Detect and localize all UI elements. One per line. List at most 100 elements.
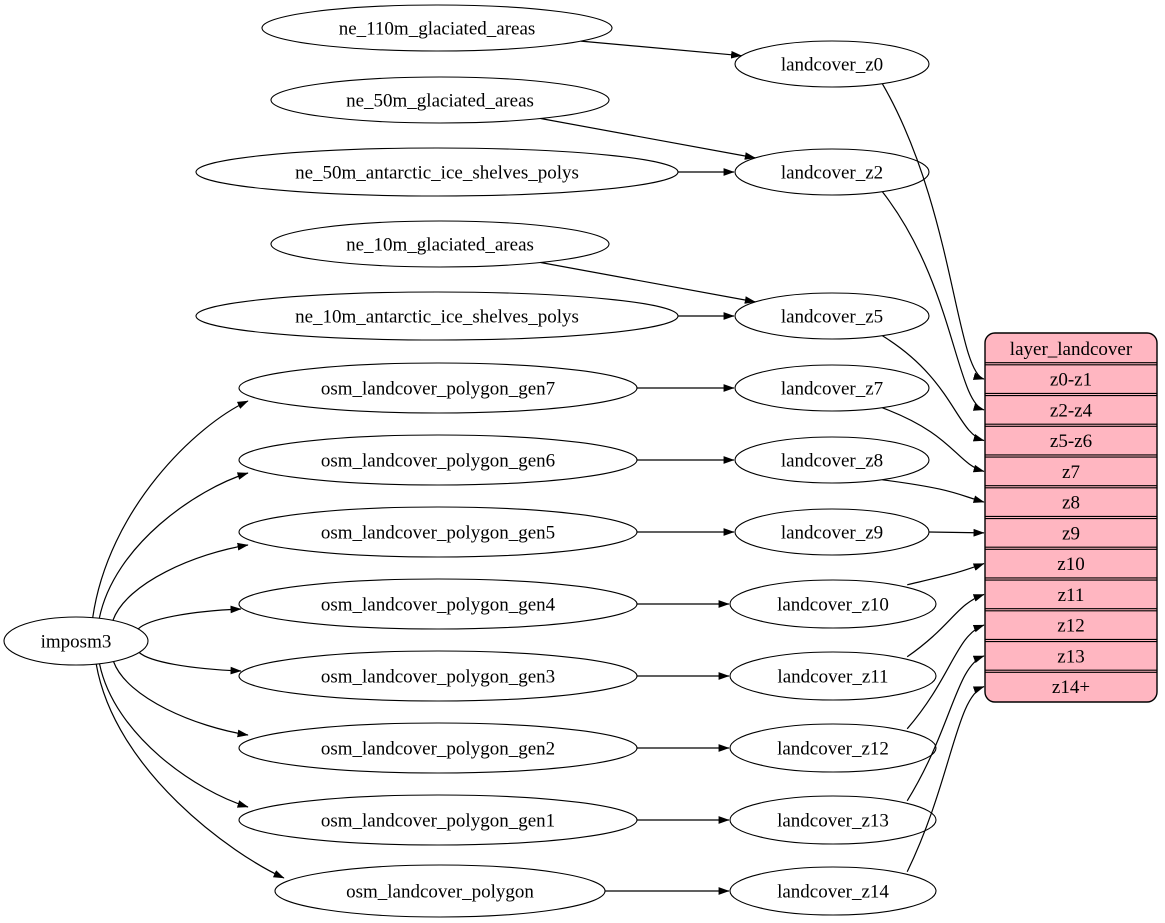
node-label: osm_landcover_polygon [346,882,534,903]
edge-landcover_z10-to-layer_landcover:z10 [907,563,985,586]
node-ellipse [729,651,937,701]
edge-landcover_z13-to-layer_landcover:z13 [906,655,985,802]
node-ellipse [270,220,610,268]
edge-ne_110m_glaciated_areas-to-landcover_z0 [580,40,743,59]
edge-imposm3-to-osm_landcover_polygon_gen3 [138,652,242,675]
node-imposm3: imposm3 [3,616,149,666]
edge-landcover_z0-to-layer_landcover:z0-z1 [881,83,985,380]
node-landcover_z12: landcover_z12 [729,723,937,773]
edge-landcover_z14-to-layer_landcover:z14+ [906,686,985,873]
node-ellipse [734,292,930,340]
edge-imposm3-to-osm_landcover_polygon_gen7 [92,400,249,618]
node-landcover_z13: landcover_z13 [729,795,937,845]
node-label: osm_landcover_polygon_gen4 [321,595,556,616]
node-ne_50m_antarctic_ice_shelves_polys: ne_50m_antarctic_ice_shelves_polys [195,147,679,197]
node-label: landcover_z14 [777,882,889,903]
node-landcover_z0: landcover_z0 [734,40,930,88]
node-label: landcover_z0 [781,55,883,76]
table-outline [984,332,1158,703]
edge-landcover_z5-to-layer_landcover:z5-z6 [882,335,985,442]
node-osm_landcover_polygon_gen6: osm_landcover_polygon_gen6 [238,434,638,486]
node-label: osm_landcover_polygon_gen6 [321,451,555,472]
node-label: landcover_z13 [777,811,889,832]
node-label: ne_50m_glaciated_areas [346,91,534,112]
graph-nodes: imposm3 ne_110m_glaciated_areas landcover_… [3,4,937,918]
table-row-z11: z11 [1058,585,1085,606]
node-label: landcover_z11 [777,667,888,688]
table-row-z10: z10 [1057,554,1084,575]
node-landcover_z9: landcover_z9 [734,508,930,556]
node-ellipse [734,436,930,484]
node-ellipse [729,579,937,629]
edge-landcover_z12-to-layer_landcover:z12 [906,624,985,730]
edge-landcover_z9-to-layer_landcover:z9 [928,528,985,537]
table-row-z8: z8 [1062,493,1080,514]
edge-ne_50m_glaciated_areas-to-landcover_z2 [540,117,756,160]
edge-landcover_z7-to-layer_landcover:z7 [882,407,985,473]
edge-landcover_z2-to-layer_landcover:z2-z4 [881,191,985,411]
node-label: ne_50m_antarctic_ice_shelves_polys [295,163,579,184]
node-ellipse [734,364,930,412]
node-osm_landcover_polygon: osm_landcover_polygon [274,864,606,918]
node-landcover_z7: landcover_z7 [734,364,930,412]
node-label: landcover_z2 [781,163,883,184]
node-osm_landcover_polygon_gen3: osm_landcover_polygon_gen3 [238,650,638,702]
node-osm_landcover_polygon_gen7: osm_landcover_polygon_gen7 [238,362,638,414]
edge-imposm3-to-osm_landcover_polygon_gen1 [98,663,249,808]
table-row-z7: z7 [1062,462,1080,483]
table-row-z5-z6: z5-z6 [1050,431,1092,452]
node-label: osm_landcover_polygon_gen5 [321,523,555,544]
edge-landcover_z11-to-layer_landcover:z11 [906,593,985,658]
node-label: landcover_z5 [781,307,883,328]
table-row-z0-z1: z0-z1 [1050,370,1092,391]
edge-imposm3-to-osm_landcover_polygon_gen5 [112,542,249,621]
table-title: layer_landcover [1010,339,1133,360]
table-layer-landcover: layer_landcover z0-z1 z2-z4 z5-z6 z7 z8 z9 z10 z… [984,332,1158,703]
node-ellipse [261,4,613,52]
node-label: osm_landcover_polygon_gen1 [321,811,555,832]
table-row-z9: z9 [1062,523,1080,544]
node-landcover_z8: landcover_z8 [734,436,930,484]
node-ellipse [734,40,930,88]
node-ellipse [734,148,930,196]
edge-ne_10m_glaciated_areas-to-landcover_z5 [540,261,756,304]
edge-landcover_z8-to-layer_landcover:z8 [882,479,985,503]
node-ellipse [729,795,937,845]
node-label: ne_10m_glaciated_areas [346,235,534,256]
node-landcover_z11: landcover_z11 [729,651,937,701]
node-ne_10m_glaciated_areas: ne_10m_glaciated_areas [270,220,610,268]
table-row-z2-z4: z2-z4 [1050,400,1093,421]
node-label: landcover_z8 [781,451,883,472]
node-label: landcover_z12 [777,739,889,760]
node-osm_landcover_polygon_gen4: osm_landcover_polygon_gen4 [238,578,638,630]
node-landcover_z2: landcover_z2 [734,148,930,196]
edge-imposm3-to-osm_landcover_polygon_gen4 [137,605,242,630]
node-ne_10m_antarctic_ice_shelves_polys: ne_10m_antarctic_ice_shelves_polys [195,291,679,341]
node-ne_50m_glaciated_areas: ne_50m_glaciated_areas [270,76,610,124]
edge-imposm3-to-osm_landcover_polygon_gen2 [112,661,249,738]
node-landcover_z5: landcover_z5 [734,292,930,340]
node-ellipse [729,866,937,916]
node-landcover_z14: landcover_z14 [729,866,937,916]
edge-imposm3-to-osm_landcover_polygon_gen6 [98,472,249,619]
node-label: osm_landcover_polygon_gen3 [321,667,555,688]
node-label: osm_landcover_polygon_gen7 [321,379,555,400]
node-label: landcover_z9 [781,523,883,544]
node-ellipse [3,616,149,666]
node-label: landcover_z7 [781,379,883,400]
edge-imposm3-to-osm_landcover_polygon [95,663,285,879]
node-osm_landcover_polygon_gen2: osm_landcover_polygon_gen2 [238,722,638,774]
node-landcover_z10: landcover_z10 [729,579,937,629]
node-ne_110m_glaciated_areas: ne_110m_glaciated_areas [261,4,613,52]
node-label: ne_10m_antarctic_ice_shelves_polys [295,307,579,328]
node-ellipse [270,76,610,124]
graph-edges [92,40,985,895]
table-row-z12: z12 [1057,616,1084,637]
node-osm_landcover_polygon_gen5: osm_landcover_polygon_gen5 [238,506,638,558]
node-osm_landcover_polygon_gen1: osm_landcover_polygon_gen1 [238,794,638,846]
node-ellipse [729,723,937,773]
table-row-z13: z13 [1057,646,1084,667]
node-label: landcover_z10 [777,595,889,616]
node-label: ne_110m_glaciated_areas [339,19,536,40]
